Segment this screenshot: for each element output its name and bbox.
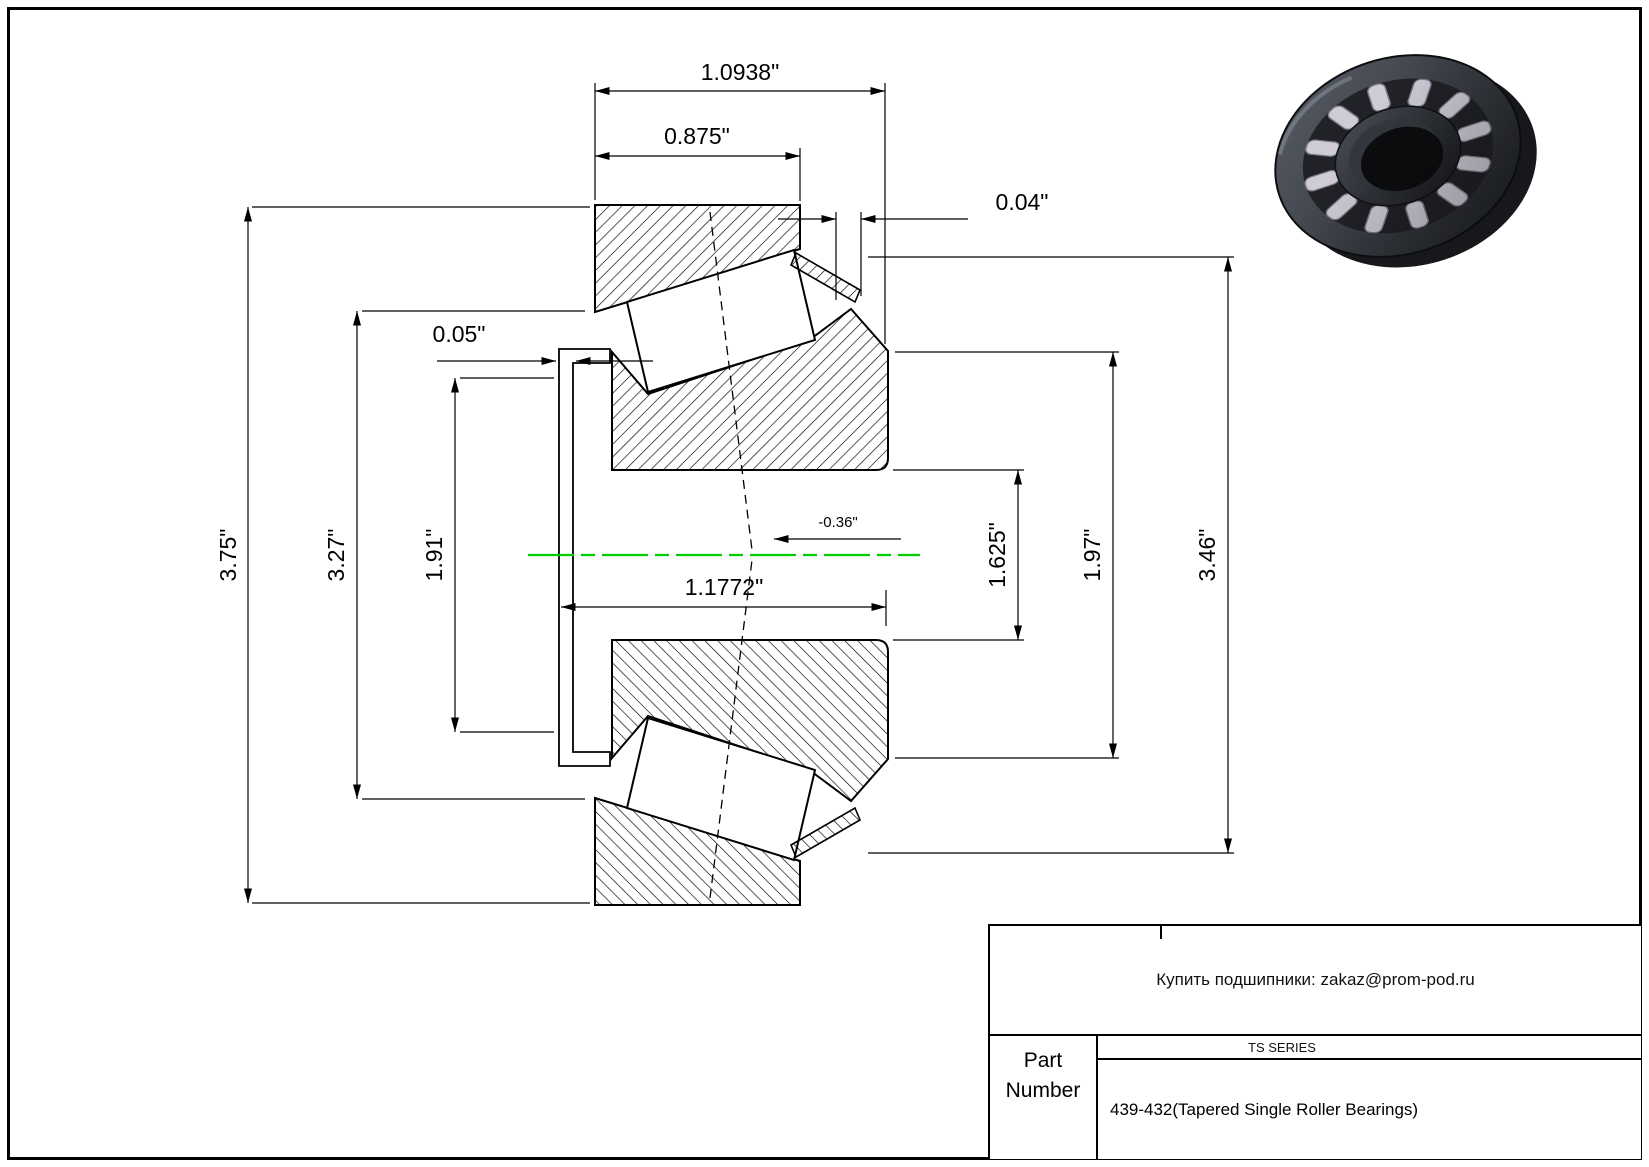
leader-lines [437,215,968,543]
cup-top-section [594,204,801,314]
extension-lines [252,83,1234,904]
part-number-cell: TS SERIES 439-432(Tapered Single Roller … [1098,1036,1641,1159]
roller-top [625,248,817,394]
roller-bottom [625,716,817,862]
cage-front-channel [558,348,611,767]
dimension-label-overall-width: 1.0938" [701,59,780,85]
dimension-label-outer-diameter: 3.75" [215,529,241,582]
roller-axis-dashed-lines [709,211,753,899]
cage-bar-bottom [789,806,862,859]
bearing-cross-section [528,204,920,906]
dimension-label-cup-inner-diameter: 3.27" [323,529,349,582]
dimension-label-rib-diameter: 1.97" [1079,529,1105,582]
dimension-lines [244,87,1232,903]
title-block-tick [1160,926,1162,939]
contact-text: Купить подшипники: zakaz@prom-pod.ru [1156,970,1475,989]
cup-bottom-section [594,796,801,906]
series-row: TS SERIES [1098,1036,1641,1060]
dimension-label-cage-clearance: 0.05" [433,321,486,347]
part-value: 439-432(Tapered Single Roller Bearings) [1110,1099,1419,1119]
part-number-label: Part Number [990,1036,1098,1159]
title-block: Купить подшипники: zakaz@prom-pod.ru Par… [988,924,1641,1159]
dimension-label-bore-diameter: 1.625" [984,522,1010,588]
dimension-label-cup-width: 0.875" [664,123,730,149]
dimension-label-flange-diameter: 3.46" [1194,529,1220,582]
bearing-3d-render-icon [1274,54,1537,268]
cage-bar-top [789,251,862,304]
dimension-label-protrusion: 0.04" [996,189,1049,215]
part-label-line2: Number [1005,1079,1081,1102]
part-value-row: 439-432(Tapered Single Roller Bearings) [1098,1060,1641,1159]
dimension-label-cone-width: 1.1772" [685,574,764,600]
series-label: TS SERIES [1248,1039,1316,1055]
dimension-label-cage-diameter: 1.91" [421,529,447,582]
part-label-line1: Part [1023,1049,1063,1072]
cone-top-section [611,307,889,471]
page-border [7,7,1642,1160]
cone-bottom-section [611,639,889,803]
title-block-contact-row: Купить подшипники: zakaz@prom-pod.ru [990,926,1641,1036]
title-block-part-row: Part Number TS SERIES 439-432(Tapered Si… [990,1036,1641,1159]
dimension-label-offset: -0.36" [818,514,858,531]
